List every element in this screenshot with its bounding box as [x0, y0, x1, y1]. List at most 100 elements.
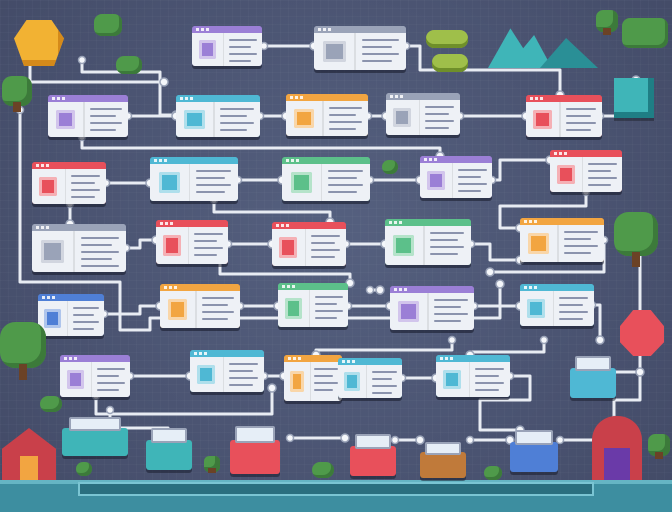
app-window-card[interactable] [436, 355, 510, 397]
monitor-icon [55, 109, 76, 130]
text-line-placeholder [362, 60, 393, 62]
bush-icon [76, 462, 92, 476]
app-window-card[interactable] [420, 156, 492, 198]
card-title-bar [176, 95, 260, 102]
window-control-dot [154, 159, 157, 162]
wire-node[interactable] [365, 285, 375, 295]
app-window-card[interactable] [32, 162, 106, 204]
card-text-pane [558, 225, 604, 262]
tv-icon [398, 301, 419, 322]
card-icon-pane [160, 291, 198, 328]
card-text-pane [224, 357, 264, 392]
wire-node[interactable] [495, 279, 505, 289]
app-window-card[interactable] [32, 224, 126, 272]
wire-node[interactable] [390, 435, 400, 445]
text-line-placeholder [228, 46, 252, 48]
app-window-card[interactable] [160, 284, 240, 328]
text-line-placeholder [558, 297, 589, 299]
wire-segment [492, 158, 550, 182]
photo-icon [167, 299, 188, 320]
app-window-card[interactable] [278, 283, 348, 327]
app-window-card[interactable] [176, 95, 260, 137]
app-window-card[interactable] [192, 26, 262, 66]
machine-icon[interactable] [350, 434, 396, 476]
text-line-placeholder [564, 252, 592, 254]
wire-node[interactable] [105, 405, 115, 415]
app-window-card[interactable] [386, 93, 460, 135]
text-line-placeholder [474, 375, 499, 377]
text-line-placeholder [587, 177, 617, 179]
wire-node[interactable] [267, 383, 277, 393]
text-line-placeholder [329, 107, 362, 109]
app-window-card[interactable] [338, 358, 402, 398]
machine-icon[interactable] [570, 356, 616, 398]
window-control-dot [62, 97, 65, 100]
app-window-card[interactable] [520, 218, 604, 262]
box-icon [184, 109, 205, 130]
card-text-pane [554, 291, 594, 326]
window-control-dot [190, 97, 193, 100]
wire-node[interactable] [415, 435, 425, 445]
text-line-placeholder [201, 297, 234, 299]
machine-icon[interactable] [146, 428, 192, 470]
window-control-dot [69, 357, 72, 360]
app-window-card[interactable] [286, 94, 368, 136]
window-control-dot [328, 28, 331, 31]
app-window-card[interactable] [48, 95, 128, 137]
machine-icon[interactable] [62, 416, 128, 456]
wire-node[interactable] [159, 77, 169, 87]
app-window-card[interactable] [520, 284, 594, 326]
app-window-card[interactable] [272, 222, 346, 266]
wire-segment [104, 304, 160, 316]
wire-node[interactable] [447, 335, 457, 345]
app-window-card[interactable] [526, 95, 602, 137]
app-window-card[interactable] [150, 157, 238, 201]
sun-gem-icon[interactable] [14, 20, 64, 66]
card-text-pane [75, 231, 126, 272]
app-window-card[interactable] [390, 286, 474, 330]
cube-icon[interactable] [614, 78, 654, 118]
barrel-icon[interactable] [432, 54, 468, 72]
machine-icon[interactable] [420, 441, 466, 478]
wire-node[interactable] [375, 285, 385, 295]
app-window-card[interactable] [284, 355, 342, 401]
tree-trunk [208, 468, 216, 474]
wire-node[interactable] [539, 335, 549, 345]
wire-node[interactable] [465, 435, 475, 445]
card-icon-pane [272, 229, 307, 266]
text-line-placeholder [565, 129, 591, 131]
text-line-placeholder [457, 190, 482, 192]
app-window-card[interactable] [190, 350, 264, 392]
app-window-card[interactable] [550, 150, 622, 192]
wire-node[interactable] [340, 433, 350, 443]
wire-node[interactable] [285, 433, 295, 443]
text-line-placeholder [314, 368, 338, 370]
text-line-placeholder [329, 121, 362, 123]
wire-node[interactable] [485, 267, 495, 277]
app-window-card[interactable] [38, 294, 104, 336]
tree-trunk [655, 452, 663, 460]
card-title-bar [32, 162, 106, 169]
wire-node[interactable] [595, 335, 605, 345]
window-control-dot [160, 222, 163, 225]
machine-icon[interactable] [230, 426, 280, 474]
wire-node[interactable] [555, 435, 565, 445]
wire-node[interactable] [635, 367, 645, 377]
app-window-card[interactable] [156, 220, 228, 264]
bush-icon [484, 466, 502, 480]
window-control-dot [399, 288, 402, 291]
text-line-placeholder [371, 392, 393, 394]
text-line-placeholder [424, 120, 455, 122]
card-icon [41, 240, 65, 263]
ruby-gem-icon[interactable] [620, 310, 664, 356]
app-window-card[interactable] [60, 355, 130, 397]
barrel-icon[interactable] [426, 30, 468, 48]
app-window-card[interactable] [385, 219, 471, 265]
app-window-card[interactable] [282, 157, 370, 201]
card-text-pane [428, 293, 474, 330]
machine-icon[interactable] [510, 430, 558, 472]
window-control-dot [300, 96, 303, 99]
app-window-card[interactable] [314, 26, 406, 70]
card-title-bar [436, 355, 510, 362]
wire-node[interactable] [77, 55, 87, 65]
